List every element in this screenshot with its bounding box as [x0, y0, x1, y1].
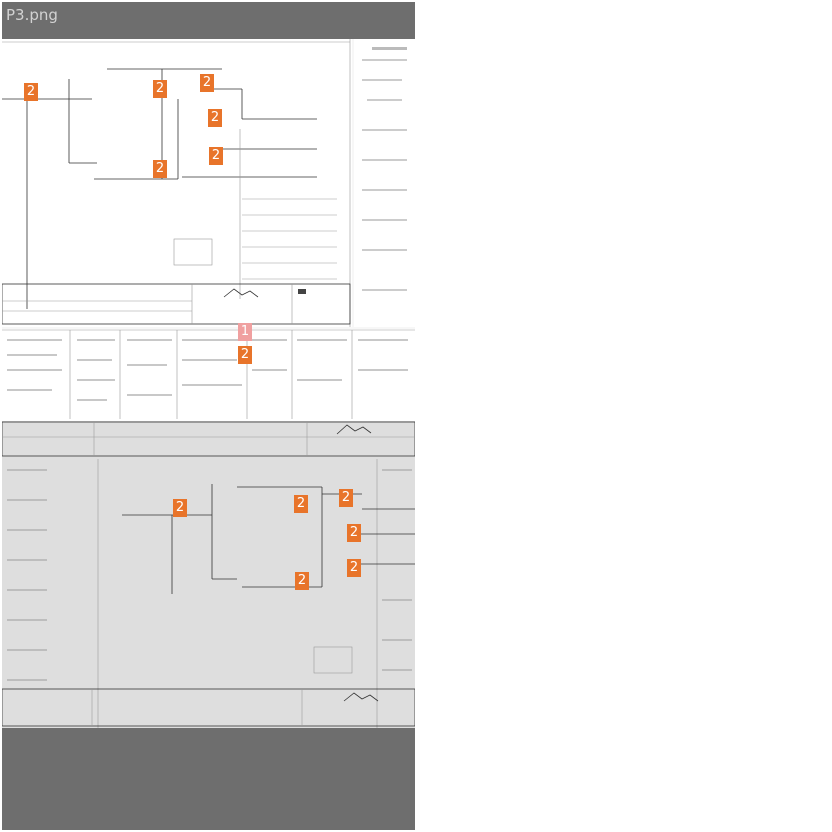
issue-marker[interactable]: 2 [294, 495, 308, 513]
issue-marker[interactable]: 2 [209, 147, 223, 165]
issue-marker[interactable]: 2 [347, 524, 361, 542]
drawing-canvas[interactable]: 2 2 2 2 2 2 1 2 2 2 2 2 2 2 [2, 39, 415, 728]
image-filename: P3.png [6, 6, 58, 24]
issue-marker[interactable]: 2 [238, 346, 252, 364]
viewer-footer [2, 729, 415, 830]
issue-marker[interactable]: 2 [24, 83, 38, 101]
issue-marker[interactable]: 1 [238, 323, 252, 341]
issue-marker[interactable]: 2 [200, 74, 214, 92]
issue-marker[interactable]: 2 [339, 489, 353, 507]
issue-marker[interactable]: 2 [153, 80, 167, 98]
technical-drawing [2, 39, 415, 728]
issue-marker[interactable]: 2 [295, 572, 309, 590]
issue-marker[interactable]: 2 [153, 160, 167, 178]
image-viewer: P3.png [2, 2, 415, 830]
image-title-bar: P3.png [2, 2, 415, 38]
issue-marker[interactable]: 2 [173, 499, 187, 517]
issue-marker[interactable]: 2 [208, 109, 222, 127]
issue-marker[interactable]: 2 [347, 559, 361, 577]
